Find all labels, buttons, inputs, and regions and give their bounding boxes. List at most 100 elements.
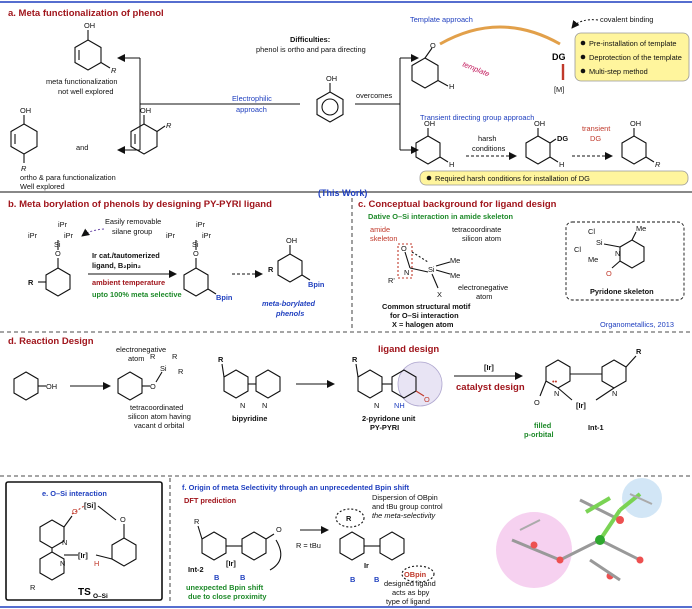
d-tetra-3: vacant d orbital: [134, 421, 184, 430]
svg-text:R: R: [21, 164, 27, 173]
template-title: Template approach: [410, 15, 473, 24]
svg-text:Me: Me: [636, 224, 646, 233]
svg-text:Si: Si: [428, 265, 435, 274]
svg-text:O: O: [534, 398, 540, 407]
shift-note-2: due to close proximity: [188, 592, 267, 601]
r-tbu-label: R = tBu: [296, 541, 321, 550]
designed-2: acts as bpy: [392, 588, 430, 597]
ipr-4: iPr: [166, 231, 176, 240]
phenol-d-structure: [13, 371, 46, 401]
svg-text:Si: Si: [596, 238, 603, 247]
svg-text:X: X: [437, 290, 442, 299]
svg-text:O: O: [430, 41, 436, 50]
svg-text:Si: Si: [192, 240, 199, 249]
meta-note-2: not well explored: [58, 87, 113, 96]
section-e-title: e. O–Si interaction: [42, 489, 107, 498]
svg-text:O: O: [193, 249, 199, 258]
svg-text:R: R: [28, 278, 34, 287]
this-work-label: (This Work): [318, 188, 367, 198]
dft-3d-model: [496, 478, 662, 588]
svg-text:OH: OH: [84, 21, 95, 30]
svg-text:O: O: [55, 249, 61, 258]
dispersion-1: Dispersion of OBpin: [372, 493, 438, 502]
amide-motif-structure: [397, 243, 451, 289]
bpin-2: Bpin: [308, 280, 325, 289]
svg-text:H: H: [449, 160, 454, 169]
bpin-1: Bpin: [216, 293, 233, 302]
amide-2: skeleton: [370, 234, 398, 243]
catalyst-design-label: catalyst design: [456, 382, 525, 393]
svg-text:Cl: Cl: [574, 245, 581, 254]
dispersion-2: and tBu group control: [372, 502, 443, 511]
svg-text:R: R: [172, 352, 177, 361]
motif-2: for O–Si interaction: [390, 311, 459, 320]
reference: Organometallics, 2013: [600, 320, 674, 329]
d-tetra-1: tetracoordinated: [130, 403, 183, 412]
dg-label: DG: [552, 52, 566, 62]
amide-1: amide: [370, 225, 390, 234]
pyridone-unit-1: 2-pyridone unit: [362, 414, 416, 423]
ts-subscript: O–Si: [93, 593, 108, 600]
borylated-silyl-structure: [183, 240, 217, 297]
ipr-1: iPr: [28, 231, 38, 240]
svg-text:R: R: [194, 517, 199, 526]
int1-structure: [539, 355, 637, 401]
harsh-bullet: Required harsh conditions for installati…: [435, 174, 590, 183]
int1-label: Int-1: [588, 423, 604, 432]
svg-text:O: O: [424, 395, 430, 404]
svg-text:R: R: [218, 355, 224, 364]
d-electroneg-2: atom: [128, 354, 144, 363]
meta-phenol-structure: [74, 30, 111, 71]
svg-text:H: H: [94, 559, 99, 568]
covalent-label: covalent binding: [600, 15, 653, 24]
svg-text:B: B: [374, 575, 379, 584]
section-b-title: b. Meta borylation of phenols by designi…: [8, 199, 272, 210]
section-f-title: f. Origin of meta Selectivity through an…: [182, 483, 410, 492]
d-tetra-2: silicon atom having: [128, 412, 191, 421]
ipr-5: iPr: [202, 231, 212, 240]
svg-text:N: N: [554, 389, 559, 398]
c-tetra-2: silicon atom: [462, 234, 501, 243]
ts-label: TS: [78, 587, 91, 598]
svg-text:[Ir]: [Ir]: [226, 559, 236, 568]
motif-1: Common structural motif: [382, 302, 471, 311]
conditions-1: Ir cat./tautomerized: [92, 251, 160, 260]
harsh-2: conditions: [472, 144, 506, 153]
c-electroneg-2: atom: [476, 292, 492, 301]
meta-selective-label: upto 100% meta selective: [92, 290, 182, 299]
meta-borylated-phenol-structure: [277, 245, 311, 283]
designed-ligand-structure: [335, 508, 435, 583]
svg-text:R: R: [655, 160, 661, 169]
product-1: meta-borylated: [262, 299, 315, 308]
svg-text:O: O: [401, 244, 407, 253]
svg-text:NH: NH: [394, 401, 405, 410]
svg-text:OH: OH: [534, 119, 545, 128]
svg-text:N: N: [62, 538, 67, 547]
svg-text:N: N: [615, 249, 620, 258]
product-2: phenols: [275, 309, 304, 318]
svg-text:OH: OH: [20, 106, 31, 115]
svg-text:O: O: [606, 269, 612, 278]
svg-text:DG: DG: [557, 134, 568, 143]
svg-text:R: R: [150, 352, 155, 361]
transient-dg-2: DG: [590, 134, 601, 143]
bullet-3: Multi-step method: [589, 67, 648, 76]
silane-note-1: Easily removable: [105, 217, 161, 226]
svg-text:B: B: [350, 575, 355, 584]
pyridone-unit-2: PY-PYRI: [370, 423, 399, 432]
svg-text:Ir: Ir: [364, 561, 369, 570]
svg-text:OH: OH: [630, 119, 641, 128]
template-word: template: [461, 60, 491, 79]
dispersion-3: the meta-selectivity: [372, 511, 437, 520]
bipyridine-label: bipyridine: [232, 414, 267, 423]
svg-text:N: N: [60, 559, 65, 568]
svg-text:H: H: [559, 160, 564, 169]
svg-text:••: ••: [552, 377, 558, 386]
and-label: and: [76, 143, 88, 152]
harsh-1: harsh: [478, 134, 497, 143]
filled-1: filled: [534, 421, 552, 430]
silyl-ether-d-structure: [117, 371, 163, 401]
svg-text:O: O: [276, 525, 282, 534]
svg-text:R': R': [388, 276, 395, 285]
